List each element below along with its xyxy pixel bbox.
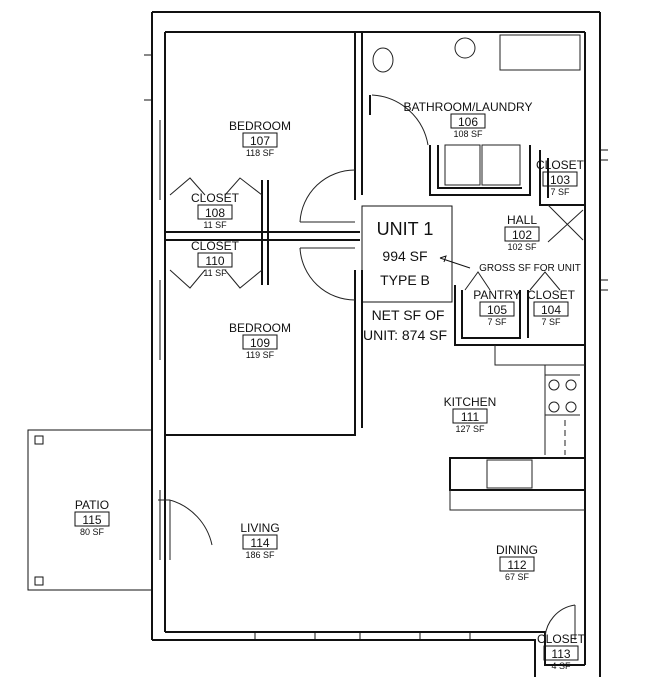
room-number-box [499,556,535,572]
patio-outline [27,429,213,591]
room-number: 115 [82,513,101,527]
room-area: 4 SF [551,661,571,671]
room-number: 113 [551,647,570,661]
room-name: BATHROOM/LAUNDRY [404,100,533,114]
room-number: 103 [550,173,570,187]
room-area: 108 SF [453,129,483,139]
room-area: 186 SF [245,550,275,560]
room-name: PANTRY [473,288,521,302]
exterior-walls [144,11,608,677]
unit-gross-sf: 994 SF [382,248,427,264]
room-area: 67 SF [505,572,530,582]
room-number-box [242,132,278,148]
room-area: 80 SF [80,527,105,537]
room-area: 7 SF [550,187,570,197]
unit-type: TYPE B [380,272,430,288]
room-number: 105 [487,303,507,317]
room-name: HALL [507,213,537,227]
room-number-box [504,226,540,242]
room-area: 102 SF [507,242,537,252]
room-name: LIVING [240,521,279,535]
room-number: 107 [250,134,270,148]
room-area: 7 SF [541,317,561,327]
room-number-box [479,301,515,317]
room-area: 7 SF [487,317,507,327]
room-number: 108 [205,206,225,220]
room-number-box [450,113,486,129]
kitchen-fixtures [449,345,586,511]
unit-label-box [361,205,471,303]
room-number: 106 [458,115,478,129]
room-name: DINING [496,543,538,557]
room-area: 127 SF [455,424,485,434]
room-number: 111 [461,410,480,424]
room-number: 112 [507,558,526,572]
room-area: 118 SF [246,148,275,158]
room-number-box [242,334,278,350]
room-name: BEDROOM [229,321,291,335]
pantry-closet-walls [454,271,585,346]
room-area: 11 SF [203,220,227,230]
unit-title: UNIT 1 [377,219,434,239]
bathroom-fixtures [369,34,585,243]
room-number-box [197,204,233,220]
room-number-box [197,252,233,268]
closet-113-walls [544,604,576,641]
room-number-box [533,301,569,317]
net-sf-label: NET SF OF [372,307,445,323]
room-area: 119 SF [246,350,275,360]
bedroom-walls [165,32,363,436]
room-number-box [242,534,278,550]
room-number: 109 [250,336,270,350]
room-name: CLOSET [537,632,586,646]
room-number: 102 [512,228,532,242]
gross-sf-note: GROSS SF FOR UNIT [479,263,581,274]
room-number-box [542,171,578,187]
room-number: 114 [250,536,269,550]
room-area: 11 SF [203,268,227,278]
room-name: CLOSET [527,288,576,302]
room-name: PATIO [75,498,109,512]
room-number-box [74,511,110,527]
room-number: 110 [205,254,224,268]
room-name: KITCHEN [444,395,497,409]
room-name: BEDROOM [229,119,291,133]
room-number: 104 [541,303,561,317]
room-name: CLOSET [191,191,240,205]
net-sf-value: UNIT: 874 SF [363,327,447,343]
room-name: CLOSET [191,239,240,253]
room-name: CLOSET [536,158,585,172]
room-number-box [452,408,488,424]
room-number-box [543,645,579,661]
